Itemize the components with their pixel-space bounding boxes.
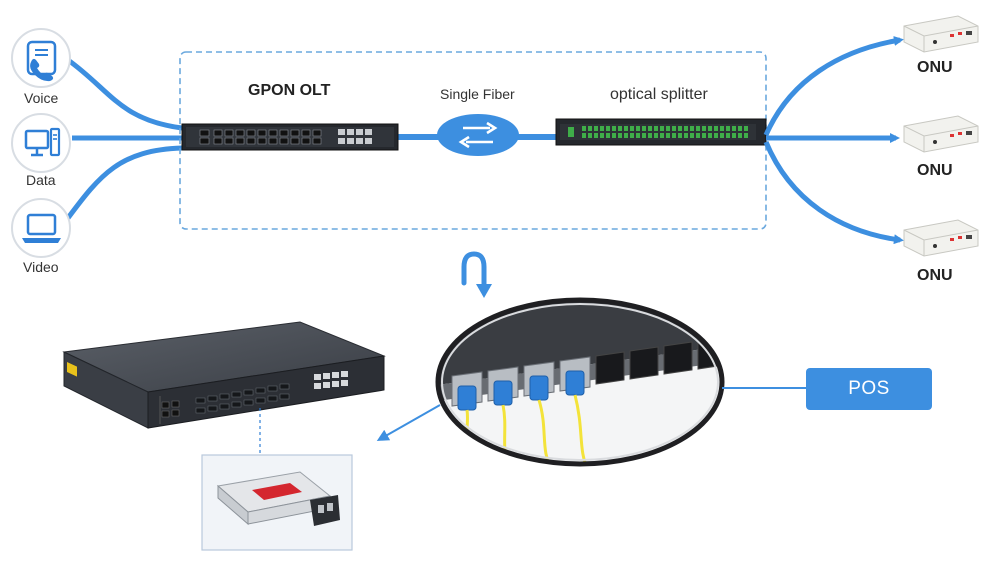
onu-link-3 [763, 141, 904, 245]
onu-label-1: ONU [917, 59, 953, 76]
voice-link [66, 57, 183, 131]
sfp-module-box [201, 454, 353, 551]
fiber-bubble [437, 114, 519, 156]
onu-device-1 [903, 15, 979, 53]
source-voice [11, 28, 71, 88]
phone-icon [26, 40, 57, 82]
onu-label-3: ONU [917, 267, 953, 284]
video-link [65, 145, 183, 220]
source-label-voice: Voice [24, 90, 59, 106]
laptop-icon [22, 213, 61, 243]
pos-label: POS [848, 378, 890, 399]
source-links [65, 57, 183, 220]
onu-device-2 [903, 115, 979, 153]
u-turn-arrow-icon [461, 251, 492, 298]
video-icon-circle [11, 198, 71, 258]
olt-chassis-large [62, 321, 386, 429]
olt-label: GPON OLT [248, 82, 331, 99]
fiber-label: Single Fiber [440, 86, 515, 102]
lens-to-chassis-arrow [376, 404, 441, 441]
onu-links [763, 36, 904, 245]
fiber-transfer-bubble [437, 114, 519, 156]
onu-device-3 [903, 219, 979, 257]
gpon-olt-device [181, 123, 399, 151]
pos-label-box: POS [806, 368, 932, 410]
sfp-module [216, 471, 340, 526]
onu-label-2: ONU [917, 162, 953, 179]
zoom-lens [435, 297, 725, 467]
source-video [11, 198, 71, 258]
source-label-video: Video [23, 259, 59, 275]
data-icon-circle [11, 113, 71, 173]
source-data [11, 113, 71, 173]
splitter-label: optical splitter [610, 86, 708, 103]
optical-splitter-device [555, 118, 767, 146]
exchange-arrows-icon [458, 121, 498, 149]
source-label-data: Data [26, 172, 56, 188]
onu-link-1 [763, 36, 904, 137]
desktop-computer-icon [24, 127, 61, 157]
